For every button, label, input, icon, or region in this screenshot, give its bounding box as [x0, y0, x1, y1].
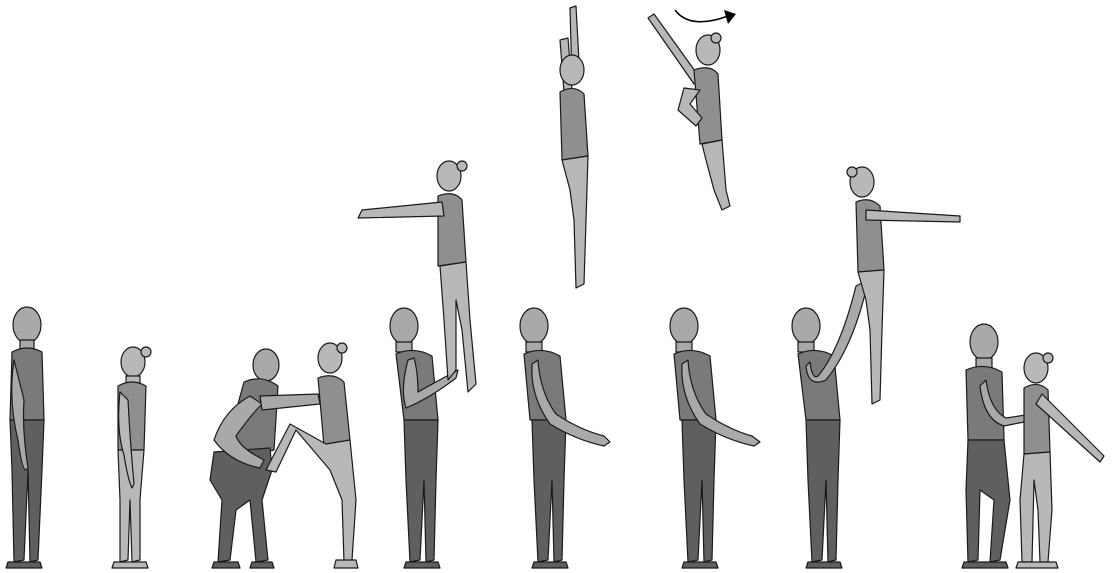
- female-figure-standing: [112, 347, 151, 568]
- male-figure-crouching: [210, 349, 320, 568]
- female-figure-vertical-jump: [560, 6, 588, 288]
- male-figure-watching-1: [520, 308, 610, 568]
- female-figure-caught: [847, 167, 960, 404]
- male-figure-watching-2: [670, 308, 760, 568]
- male-figure-standing: [6, 307, 44, 568]
- female-figure-final-pose: [1016, 353, 1104, 568]
- female-figure-stepping: [266, 343, 358, 568]
- male-figure-catching: [792, 282, 866, 568]
- female-figure-rotating: [648, 14, 730, 210]
- rotation-arrow-icon: [675, 10, 736, 24]
